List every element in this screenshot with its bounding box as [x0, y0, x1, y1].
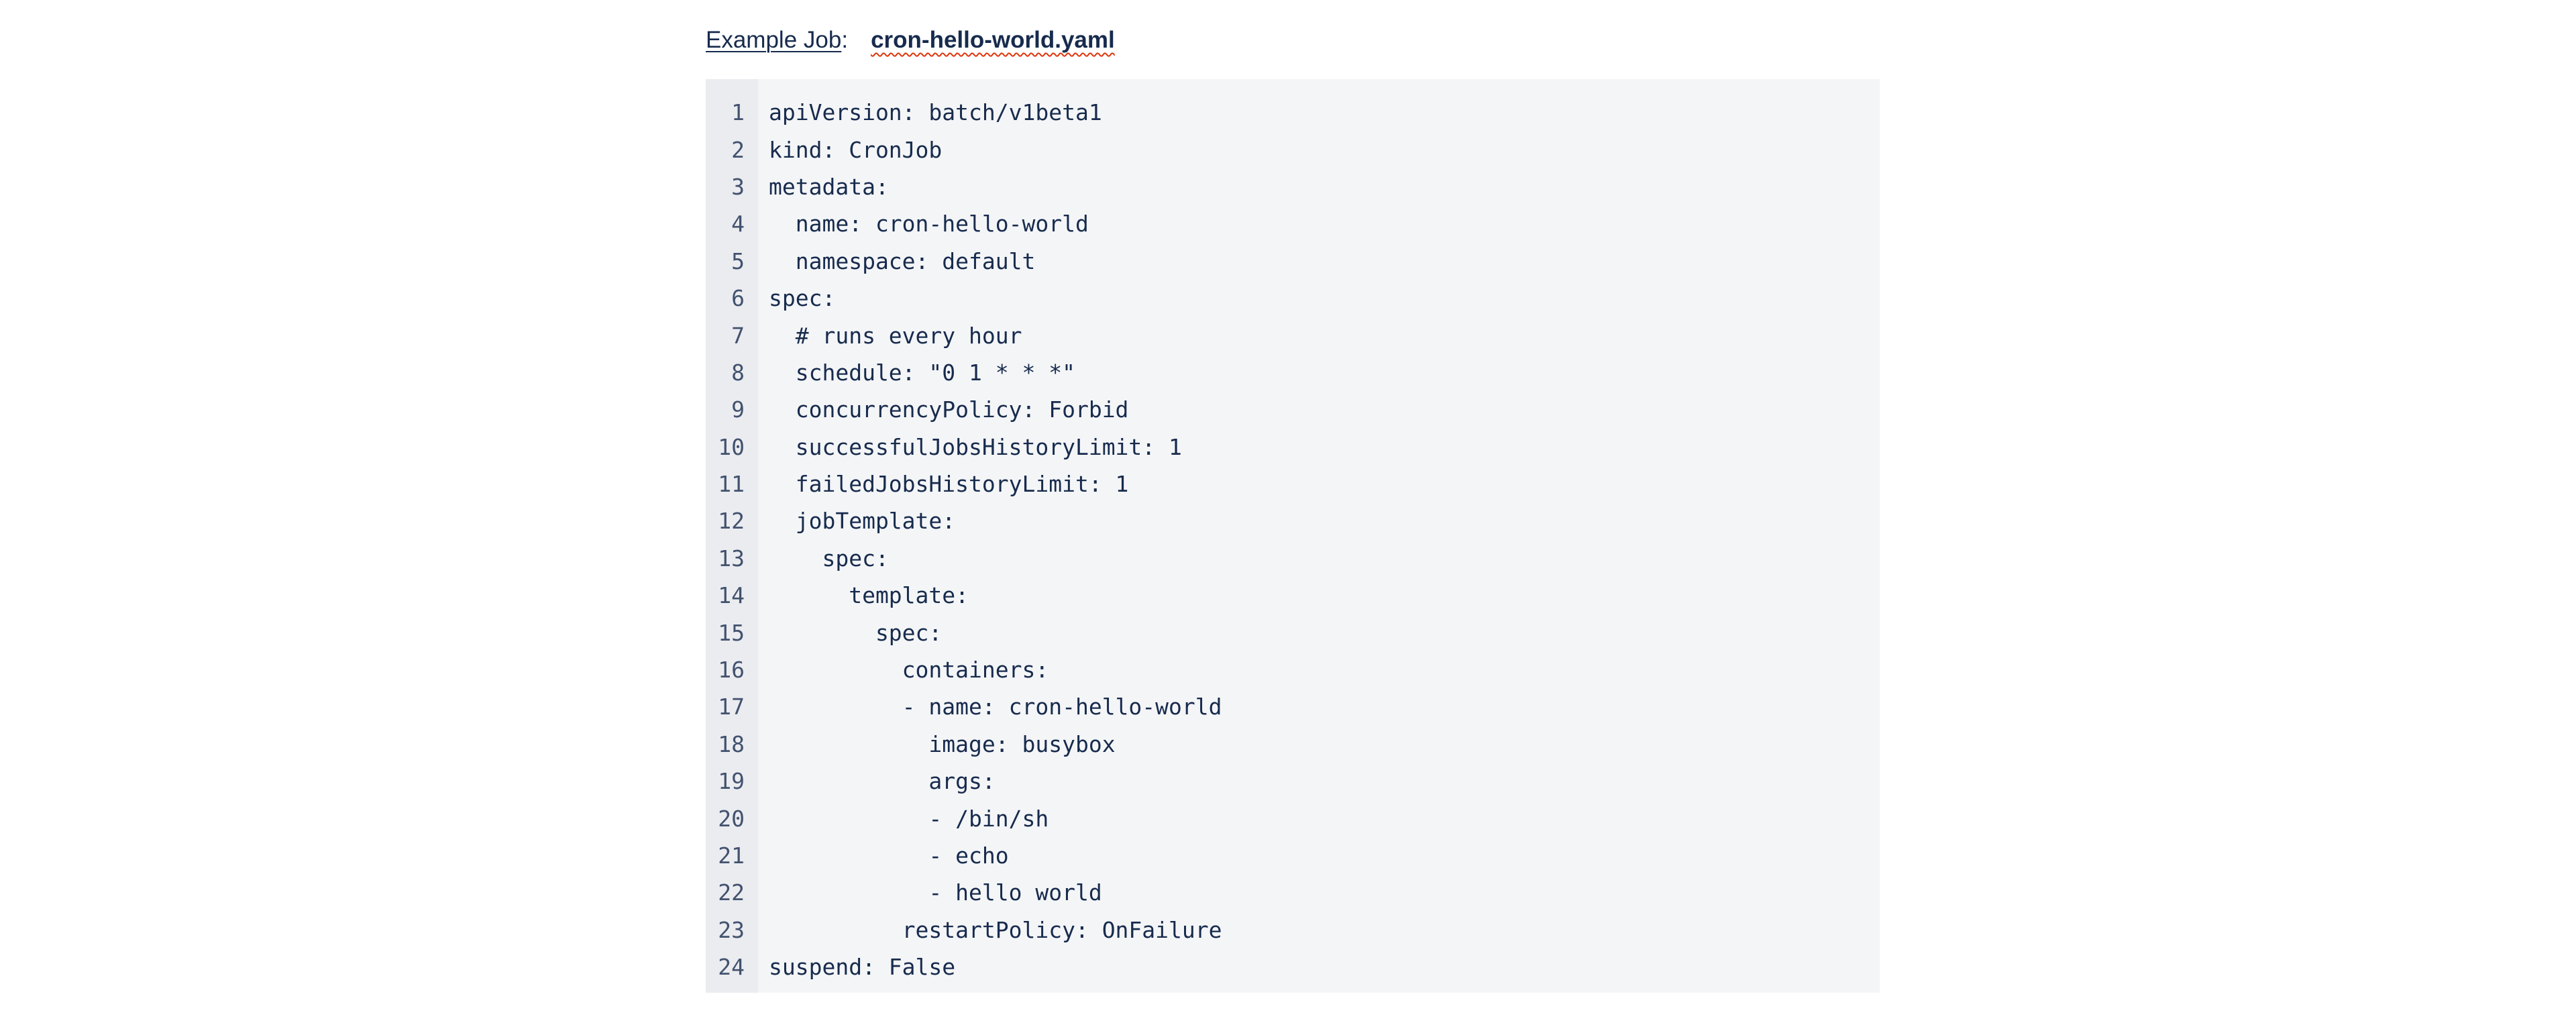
code-text: concurrencyPolicy: Forbid: [769, 396, 1129, 423]
code-line: 24 suspend: False: [706, 948, 1880, 985]
code-line: 20 - /bin/sh: [706, 800, 1880, 836]
line-number-gutter: [706, 79, 758, 993]
line-number: 10: [718, 433, 745, 460]
code-text: spec:: [769, 545, 889, 571]
line-number: 13: [718, 545, 745, 571]
line-number: 11: [718, 471, 745, 498]
code-line: 4 name: cron-hello-world: [706, 205, 1880, 242]
line-number: 7: [731, 322, 745, 349]
code-line: 6 spec:: [706, 280, 1880, 317]
line-number: 18: [718, 730, 745, 757]
example-job-label: Example Job: [706, 27, 842, 53]
code-text: spec:: [769, 619, 943, 646]
line-number: 3: [731, 173, 745, 200]
code-line: 16 containers:: [706, 651, 1880, 688]
code-text: kind: CronJob: [769, 136, 943, 163]
code-line: 17 - name: cron-hello-world: [706, 688, 1880, 725]
code-text: - echo: [769, 842, 1009, 869]
code-line: 13 spec:: [706, 540, 1880, 577]
code-text: - hello world: [769, 879, 1102, 906]
code-line: 1 apiVersion: batch/v1beta1: [706, 94, 1880, 131]
example-job-header: Example Job: cron-hello-world.yaml: [706, 23, 1115, 58]
line-number: 4: [731, 211, 745, 237]
code-line: 18 image: busybox: [706, 726, 1880, 763]
line-number: 20: [718, 805, 745, 832]
header-colon: :: [841, 27, 849, 53]
code-line: 9 concurrencyPolicy: Forbid: [706, 391, 1880, 428]
example-job-filename: cron-hello-world.yaml: [871, 27, 1115, 53]
code-text: restartPolicy: OnFailure: [769, 916, 1222, 943]
code-text: image: busybox: [769, 730, 1116, 757]
code-text: args:: [769, 768, 996, 795]
code-text: metadata:: [769, 173, 889, 200]
code-text: template:: [769, 582, 969, 609]
line-number: 5: [731, 248, 745, 274]
code-line: 2 kind: CronJob: [706, 131, 1880, 168]
code-line: 8 schedule: "0 1 * * *": [706, 354, 1880, 391]
code-line: 3 metadata:: [706, 168, 1880, 205]
code-text: # runs every hour: [769, 322, 1022, 349]
line-number: 21: [718, 842, 745, 869]
code-line: 19 args:: [706, 763, 1880, 800]
code-text: namespace: default: [769, 248, 1036, 274]
line-number: 22: [718, 879, 745, 906]
line-number: 9: [731, 396, 745, 423]
code-line: 11 failedJobsHistoryLimit: 1: [706, 466, 1880, 502]
code-line: 23 restartPolicy: OnFailure: [706, 912, 1880, 948]
code-text: jobTemplate:: [769, 508, 956, 535]
line-number: 1: [731, 99, 745, 126]
line-number: 19: [718, 768, 745, 795]
code-line: 22 - hello world: [706, 874, 1880, 911]
line-number: 24: [718, 954, 745, 981]
code-line: 12 jobTemplate:: [706, 502, 1880, 539]
code-text: - /bin/sh: [769, 805, 1049, 832]
code-line: 10 successfulJobsHistoryLimit: 1: [706, 429, 1880, 466]
line-number: 23: [718, 916, 745, 943]
code-text: failedJobsHistoryLimit: 1: [769, 471, 1129, 498]
line-number: 2: [731, 136, 745, 163]
code-text: name: cron-hello-world: [769, 211, 1089, 237]
code-text: - name: cron-hello-world: [769, 694, 1222, 720]
line-number: 6: [731, 285, 745, 312]
code-line: 7 # runs every hour: [706, 317, 1880, 353]
line-number: 17: [718, 694, 745, 720]
code-text: apiVersion: batch/v1beta1: [769, 99, 1102, 126]
code-lines: 1 apiVersion: batch/v1beta1 2 kind: CronJob…: [706, 94, 1880, 993]
code-text: suspend: False: [769, 954, 956, 981]
code-text: containers:: [769, 657, 1049, 684]
code-text: successfulJobsHistoryLimit: 1: [769, 433, 1182, 460]
code-line: 21 - echo: [706, 837, 1880, 874]
code-line: 15 spec:: [706, 614, 1880, 651]
line-number: 14: [718, 582, 745, 609]
code-line: 14 template:: [706, 577, 1880, 614]
line-number: 15: [718, 619, 745, 646]
code-line: 5 namespace: default: [706, 243, 1880, 280]
code-text: schedule: "0 1 * * *": [769, 359, 1075, 386]
line-number: 12: [718, 508, 745, 535]
code-text: spec:: [769, 285, 836, 312]
line-number: 16: [718, 657, 745, 684]
line-number: 8: [731, 359, 745, 386]
code-block[interactable]: 1 apiVersion: batch/v1beta1 2 kind: CronJob…: [706, 79, 1880, 993]
